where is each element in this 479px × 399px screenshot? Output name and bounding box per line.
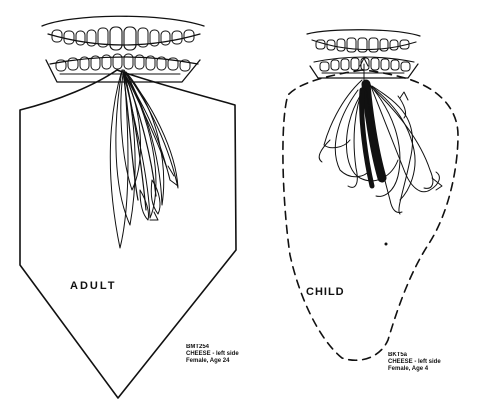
child-caption-line-1: BKT5a — [388, 352, 479, 359]
adult-caption-line-1: BMT254 — [186, 344, 296, 351]
child-label: CHILD — [306, 286, 366, 298]
adult-caption: BMT254 CHEESE - left side Female, Age 24 — [186, 344, 296, 365]
adult-caption-line-3: Female, Age 24 — [186, 358, 296, 365]
child-caption-line-2: CHEESE - left side — [388, 359, 479, 366]
child-chewing-traces — [319, 58, 442, 214]
adult-upper-teeth — [52, 27, 194, 50]
child-caption: BKT5a CHEESE - left side Female, Age 4 — [388, 352, 479, 373]
child-caption-line-3: Female, Age 4 — [388, 366, 479, 373]
adult-caption-line-2: CHEESE - left side — [186, 351, 296, 358]
adult-label: ADULT — [70, 280, 150, 292]
adult-chewing-traces — [110, 70, 178, 248]
child-dot-marker — [385, 243, 388, 246]
adult-panel: ADULT BMT254 CHEESE - left side Female, … — [20, 16, 296, 398]
child-panel: CHILD BKT5a CHEESE - left side Female, A… — [283, 30, 479, 382]
